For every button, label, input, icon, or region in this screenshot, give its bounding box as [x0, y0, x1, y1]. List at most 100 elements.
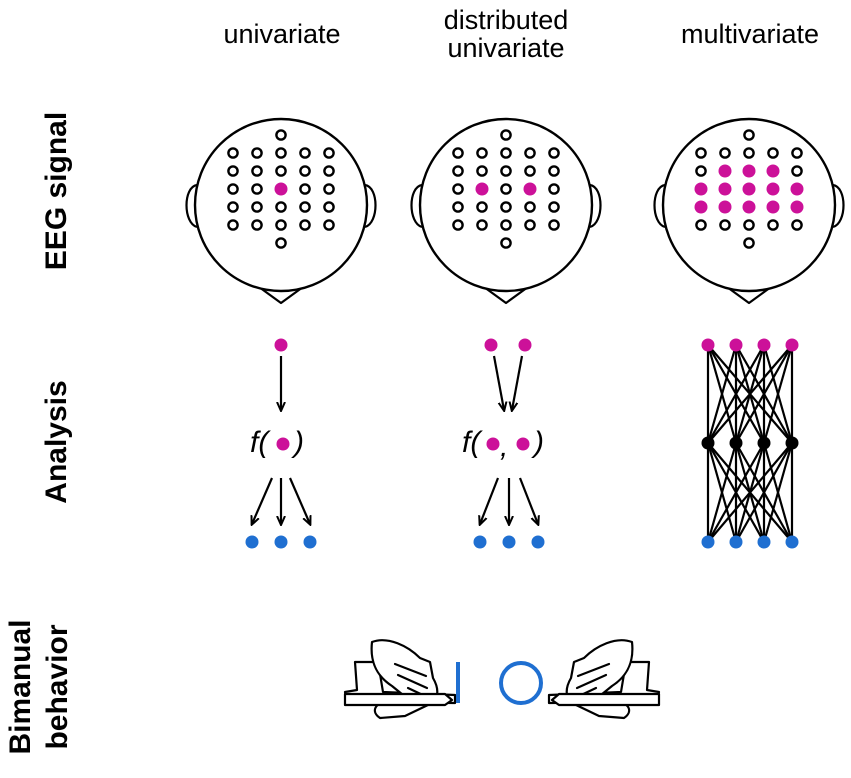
- formula-univariate: f(: [250, 426, 271, 459]
- active-electrode-icon: [718, 182, 732, 196]
- active-electrode-icon: [523, 182, 537, 196]
- output-node: [245, 535, 259, 549]
- electrode-icon: [275, 147, 287, 159]
- arrow: [252, 477, 274, 524]
- arrow: [480, 477, 500, 524]
- active-electrode-icon: [274, 182, 288, 196]
- electrode-icon: [251, 147, 263, 159]
- output-node: [729, 535, 743, 549]
- electrode-icon: [275, 129, 287, 141]
- electrode-icon: [695, 147, 707, 159]
- input-node: [274, 338, 288, 352]
- hidden-node: [701, 436, 715, 450]
- hidden-node: [785, 436, 799, 450]
- active-electrode-icon: [790, 182, 804, 196]
- column-title-line-2: univariate: [447, 33, 565, 63]
- electrode-icon: [695, 219, 707, 231]
- electrode-icon: [548, 147, 560, 159]
- column-title-univariate: univariate: [223, 19, 341, 49]
- electrode-icon: [719, 219, 731, 231]
- network-edge: [707, 344, 793, 444]
- bimanual-illustration: [343, 639, 661, 720]
- electrode-icon: [452, 147, 464, 159]
- active-electrode-icon: [475, 182, 489, 196]
- network-edge: [707, 344, 765, 444]
- output-node: [785, 535, 799, 549]
- input-node: [729, 338, 743, 352]
- electrode-icon: [251, 183, 263, 195]
- output-node: [502, 535, 516, 549]
- electrode-icon: [452, 183, 464, 195]
- electrode-icon: [548, 219, 560, 231]
- electrode-icon: [500, 165, 512, 177]
- electrode-icon: [299, 219, 311, 231]
- electrode-icon: [476, 201, 488, 213]
- electrode-icon: [227, 201, 239, 213]
- electrode-icon: [299, 165, 311, 177]
- electrode-icon: [323, 147, 335, 159]
- electrode-icon: [743, 219, 755, 231]
- arrow: [492, 355, 504, 410]
- electrode-icon: [323, 165, 335, 177]
- network-edge: [762, 344, 794, 444]
- electrode-icon: [524, 201, 536, 213]
- electrode-icon: [323, 219, 335, 231]
- electrode-icon: [452, 201, 464, 213]
- column-title-distributed-univariate: distributed univariate: [396, 6, 616, 62]
- output-node: [303, 535, 317, 549]
- electrode-icon: [791, 219, 803, 231]
- formula-distributed-separator: ,: [500, 430, 508, 463]
- electrode-icon: [500, 183, 512, 195]
- active-electrode-icon: [718, 164, 732, 178]
- output-node: [531, 535, 545, 549]
- network-edge: [735, 442, 793, 543]
- electrode-icon: [500, 219, 512, 231]
- output-node: [473, 535, 487, 549]
- electrode-icon: [275, 219, 287, 231]
- electrode-icon: [500, 147, 512, 159]
- electrode-icon: [524, 219, 536, 231]
- target-circle-icon: [499, 661, 543, 705]
- electrode-icon: [791, 147, 803, 159]
- active-electrode-icon: [766, 182, 780, 196]
- eeg-head-1: [185, 117, 377, 305]
- electrode-icon: [743, 147, 755, 159]
- input-node: [701, 338, 715, 352]
- electrode-icon: [323, 201, 335, 213]
- hidden-node: [757, 436, 771, 450]
- electrode-icon: [500, 201, 512, 213]
- electrode-icon: [227, 183, 239, 195]
- column-title-line-1: distributed: [443, 5, 569, 35]
- network-edge: [735, 344, 793, 444]
- electrode-icon: [719, 147, 731, 159]
- electrode-icon: [476, 165, 488, 177]
- electrode-icon: [791, 165, 803, 177]
- electrode-icon: [275, 201, 287, 213]
- electrode-icon: [299, 201, 311, 213]
- active-electrode-icon: [742, 164, 756, 178]
- formula-node: [276, 437, 290, 451]
- eeg-head-3: [653, 117, 845, 305]
- electrode-icon: [323, 183, 335, 195]
- electrode-icon: [743, 129, 755, 141]
- output-node: [757, 535, 771, 549]
- electrode-icon: [695, 165, 707, 177]
- active-electrode-icon: [742, 182, 756, 196]
- electrode-icon: [299, 147, 311, 159]
- network-edge: [762, 442, 794, 543]
- electrode-icon: [275, 237, 287, 249]
- input-node: [518, 338, 532, 352]
- active-electrode-icon: [718, 200, 732, 214]
- electrode-icon: [548, 183, 560, 195]
- formula-univariate-prefix: f(: [250, 426, 271, 459]
- arrow: [288, 477, 310, 524]
- electrode-icon: [251, 201, 263, 213]
- electrode-icon: [548, 165, 560, 177]
- analysis-group: [245, 338, 799, 549]
- electrode-icon: [452, 219, 464, 231]
- active-electrode-icon: [790, 200, 804, 214]
- electrode-icon: [251, 165, 263, 177]
- network-edge: [706, 344, 738, 444]
- arrow: [512, 355, 524, 410]
